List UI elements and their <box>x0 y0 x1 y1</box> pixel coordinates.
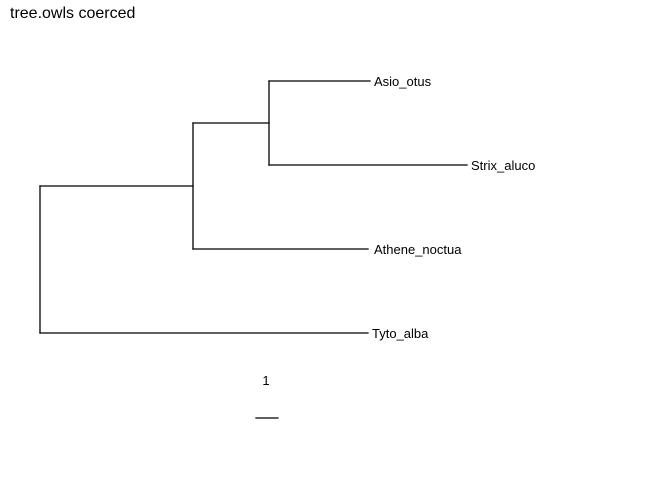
tip-label-tyto-alba: Tyto_alba <box>372 326 429 341</box>
tip-label-athene-noctua: Athene_noctua <box>374 242 462 257</box>
plot-title: tree.owls coerced <box>10 5 136 22</box>
tip-label-strix-aluco: Strix_aluco <box>471 158 535 173</box>
tree-edges <box>39 80 468 334</box>
tip-labels: Asio_otus Strix_aluco Athene_noctua Tyto… <box>372 74 535 341</box>
scale-bar-label: 1 <box>262 373 269 388</box>
scale-bar: 1 <box>255 373 279 419</box>
tip-label-asio-otus: Asio_otus <box>374 74 432 89</box>
